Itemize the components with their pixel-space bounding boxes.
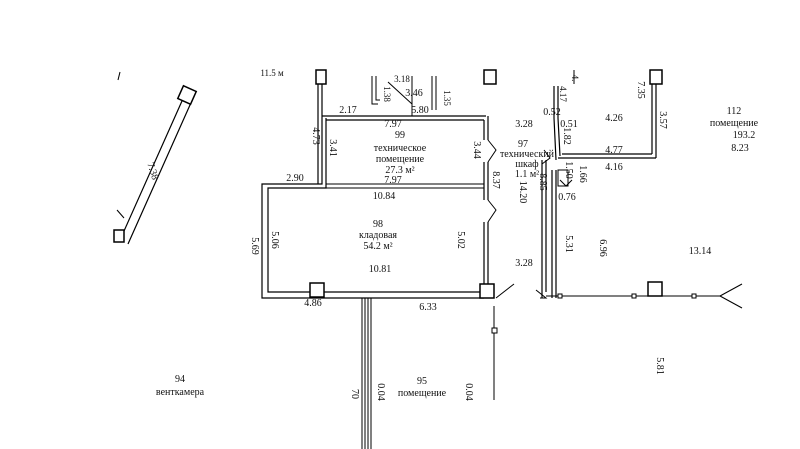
- dim: 8.23: [731, 143, 749, 154]
- dim: 2.17: [339, 105, 357, 116]
- dim: 4.17: [558, 86, 568, 102]
- dim: 1.35: [442, 90, 452, 106]
- dim: 4.86: [304, 298, 322, 309]
- room-98-name: кладовая: [359, 230, 397, 241]
- room-97-112-walls: [535, 69, 743, 309]
- room-94-number: 94: [175, 374, 185, 385]
- room-112-number: 112: [727, 106, 742, 117]
- room-99-number: 99: [395, 130, 405, 141]
- dim: 5.31: [563, 235, 574, 253]
- dim: 1.66: [577, 165, 588, 183]
- room-95-number: 95: [417, 376, 427, 387]
- corridor-95-walls: [361, 298, 498, 449]
- dim: 5.80: [411, 105, 429, 116]
- dim: 13.14: [689, 246, 712, 257]
- dim: 70: [349, 389, 360, 399]
- column: [309, 282, 325, 298]
- room-99-name-1: техническое: [374, 143, 427, 154]
- room-99-area: 27.3 м²: [385, 165, 414, 176]
- column: [176, 84, 198, 106]
- dim: 1.38: [382, 86, 392, 102]
- column: [479, 283, 495, 299]
- diagonal-wall: [113, 71, 198, 245]
- dim: 8.85: [537, 173, 548, 191]
- dim: 7.97: [384, 119, 402, 130]
- dim: 5.06: [269, 231, 280, 249]
- dimension-labels: 7.38 3.18 3.46 1.38 1.35 2.17 5.80 7.97 …: [144, 74, 748, 401]
- dim: 0.04: [463, 383, 474, 401]
- column: [315, 69, 327, 85]
- dim: 5.81: [654, 357, 665, 375]
- top-small-walls: [371, 69, 497, 116]
- dim: 5.69: [249, 237, 260, 255]
- dim: 4.26: [605, 113, 623, 124]
- dim: 0.76: [558, 192, 576, 203]
- dim: 4.: [570, 75, 580, 82]
- dim: 0.04: [375, 383, 386, 401]
- dim: 7.97: [384, 175, 402, 186]
- dim: 3.28: [515, 258, 533, 269]
- room-97-name-1: технический: [500, 149, 555, 160]
- room-98-99-walls: [261, 69, 515, 299]
- dim: 6.96: [597, 239, 608, 257]
- room-94-name: венткамера: [156, 387, 205, 398]
- column: [113, 229, 125, 243]
- dim: 7.35: [635, 81, 646, 99]
- room-112-area: 193.2: [733, 130, 756, 141]
- dim: 10.81: [369, 264, 392, 275]
- column: [483, 69, 497, 85]
- dim: 6.33: [419, 302, 437, 313]
- dim: 3.28: [515, 119, 533, 130]
- dim: 4.16: [605, 162, 623, 173]
- dim: 7.38: [144, 161, 160, 181]
- column: [649, 69, 663, 85]
- room-112-name: помещение: [710, 118, 759, 129]
- dim: 5.02: [455, 231, 466, 249]
- room-97-name-2: шкаф: [515, 159, 539, 170]
- room-95-name: помещение: [398, 388, 447, 399]
- dim: 4.77: [605, 145, 623, 156]
- dim: 14.20: [517, 181, 528, 204]
- dim: 4.73: [310, 127, 321, 145]
- dim: 1.50: [563, 161, 574, 179]
- room-98-number: 98: [373, 219, 383, 230]
- room-99-name-2: помещение: [376, 154, 425, 165]
- room-labels: 99 техническое помещение 27.3 м² 98 клад…: [156, 68, 759, 399]
- dim: 10.84: [373, 191, 396, 202]
- dim: 3.57: [657, 111, 668, 129]
- dim: 3.41: [327, 139, 338, 157]
- room-98-area: 54.2 м²: [363, 241, 392, 252]
- dim: 1.82: [561, 127, 572, 145]
- dim: 8.37: [490, 171, 501, 189]
- fragment-top-left: 11.5 м: [260, 68, 284, 78]
- dim: 2.90: [286, 173, 304, 184]
- dim: 3.18: [394, 74, 410, 84]
- room-97-number: 97: [518, 139, 528, 150]
- dim: 0.51: [560, 119, 578, 130]
- column: [647, 281, 663, 297]
- dim: 3.46: [405, 88, 423, 99]
- dim: 3.44: [471, 141, 482, 159]
- room-97-area: 1.1 м²: [515, 169, 539, 180]
- dim: 0.52: [543, 107, 561, 118]
